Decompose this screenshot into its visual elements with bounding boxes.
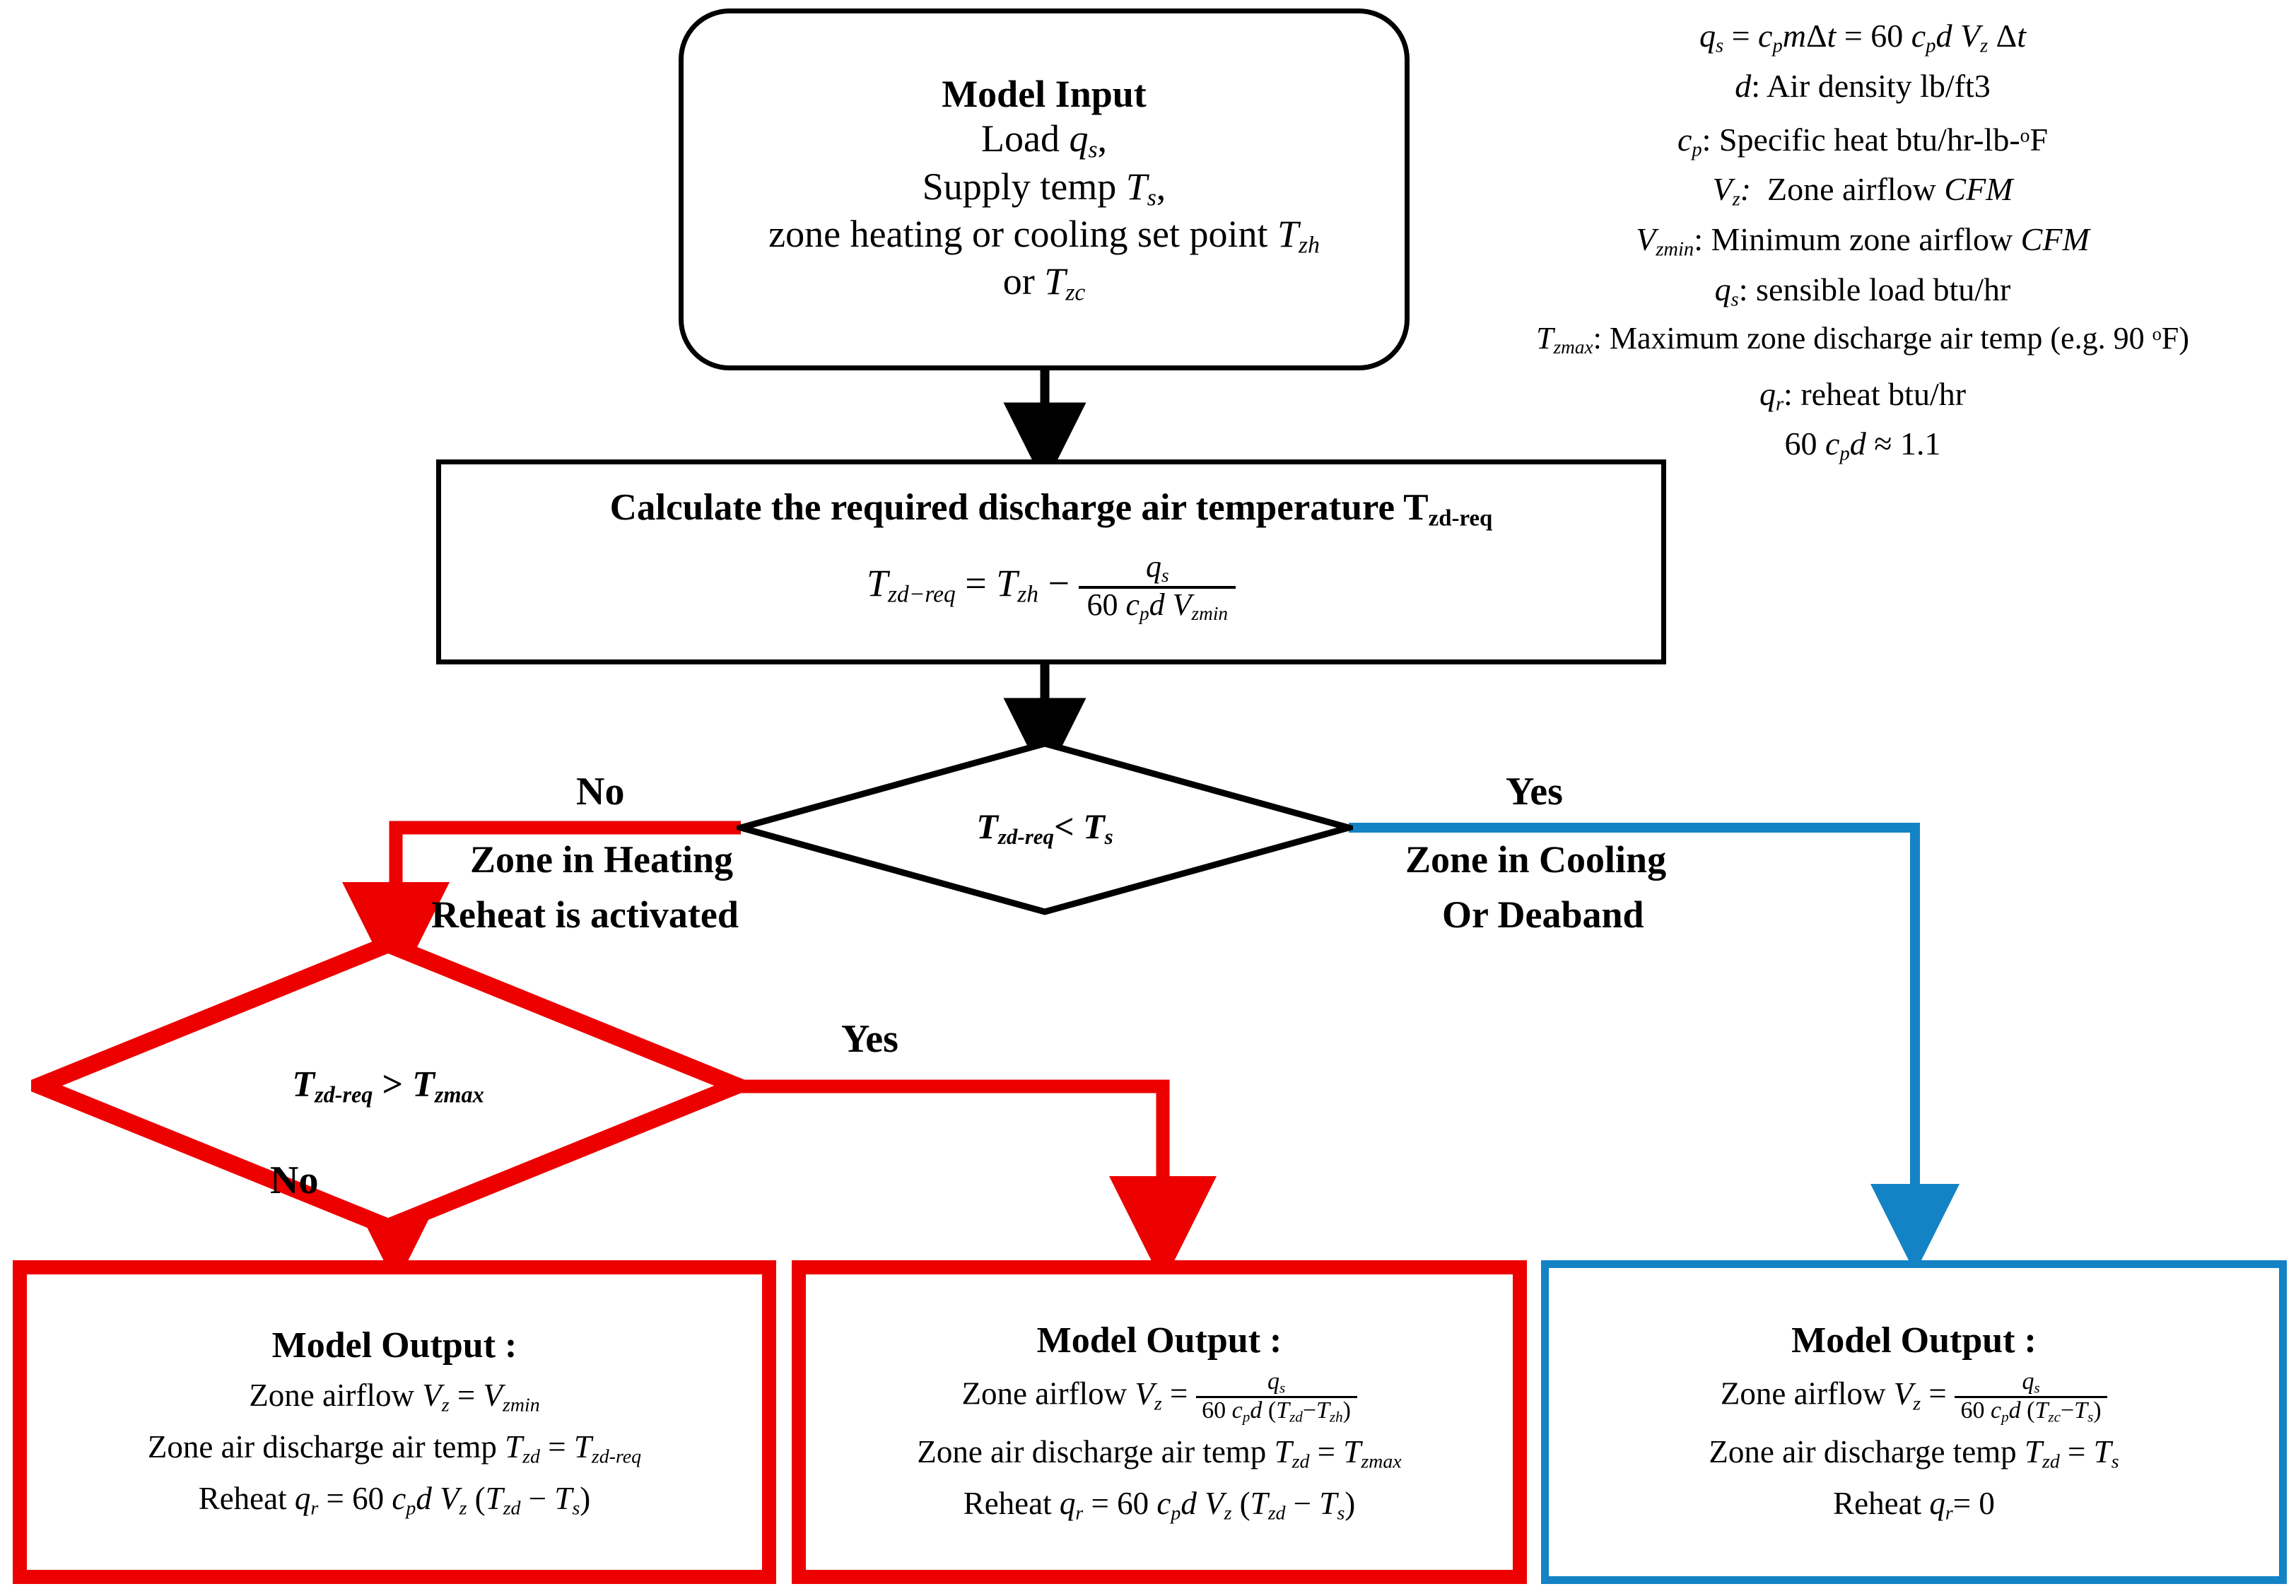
output-mid-line-1: Zone airflow Vz = qs 60 cpd (Tzd−Tzh): [962, 1369, 1357, 1425]
calculate-title: Calculate the required discharge air tem…: [609, 487, 1493, 532]
output-mid-line-3: Reheat qr = 60 cpd Vz (Tzd − Ts): [963, 1485, 1356, 1525]
decision-reheat-label: Tzd-req > Tzmax: [292, 1064, 484, 1108]
legend-row-2: cp: Specific heat btu/hr-lb-oF: [1677, 121, 2049, 161]
output-right-line-2: Zone air discharge temp Tzd = Ts: [1709, 1433, 2119, 1472]
edge-yes-to-cooling-output: [1349, 823, 1960, 1273]
label-reheat-no: No: [270, 1158, 319, 1202]
legend-row-1: d: Air density lb/ft3: [1735, 67, 1991, 104]
node-output-left: Model Output : Zone airflow Vz = Vzmin Z…: [13, 1260, 776, 1584]
decision-main-shape: [737, 740, 1353, 915]
decision-main-label: Tzd-req< Ts: [976, 806, 1113, 850]
legend-row-3: Vz: Zone airflow CFM: [1712, 171, 2013, 211]
output-right-line-3: Reheat qr= 0: [1833, 1485, 1995, 1525]
model-input-line-4: or Tzc: [1002, 260, 1086, 306]
output-left-line-2: Zone air discharge air temp Tzd = Tzd-re…: [147, 1429, 642, 1468]
label-zone-in-cooling: Zone in Cooling: [1405, 838, 1667, 881]
legend-row-6: Tzmax: Maximum zone discharge air temp (…: [1536, 320, 2189, 358]
model-input-line-3: zone heating or cooling set point Tzh: [768, 212, 1320, 259]
output-right-line-1: Zone airflow Vz = qs 60 cpd (Tzc−Ts): [1721, 1369, 2108, 1425]
output-left-line-3: Reheat qr = 60 cpd Vz (Tzd − Ts): [198, 1481, 591, 1520]
label-zone-in-heating: Zone in Heating: [470, 838, 734, 881]
label-reheat-yes: Yes: [841, 1017, 898, 1061]
node-output-right: Model Output : Zone airflow Vz = qs 60 c…: [1541, 1260, 2287, 1584]
label-main-no: No: [576, 770, 625, 814]
legend-row-8: 60 cpd ≈ 1.1: [1784, 426, 1941, 465]
model-input-line-1: Load qs,: [981, 117, 1107, 164]
output-left-title: Model Output :: [271, 1325, 517, 1366]
model-input-title: Model Input: [942, 72, 1147, 115]
output-mid-title: Model Output :: [1036, 1320, 1282, 1361]
node-output-mid: Model Output : Zone airflow Vz = qs 60 c…: [792, 1260, 1527, 1584]
decision-reheat-shape: [31, 936, 745, 1236]
label-reheat-is-activated: Reheat is activated: [431, 893, 739, 936]
node-decision-reheat: Tzd-req > Tzmax: [31, 936, 745, 1236]
label-main-yes: Yes: [1506, 770, 1563, 814]
label-or-deaband: Or Deaband: [1442, 893, 1644, 936]
legend-row-5: qs: sensible load btu/hr: [1714, 271, 2011, 311]
edge-reheat-yes-to-mid-output: [737, 1079, 1217, 1284]
calculate-formula: Tzd−req = Tzh − qs 60 cpd Vzmin: [867, 551, 1236, 623]
model-input-line-2: Supply temp Ts,: [922, 165, 1166, 211]
legend-row-7: qr: reheat btu/hr: [1759, 375, 1967, 415]
nomenclature-legend: qs = cpmΔt = 60 cpd Vz Δt d: Air density…: [1439, 11, 2287, 469]
legend-row-4: Vzmin: Minimum zone airflow CFM: [1636, 221, 2090, 261]
legend-row-0: qs = cpmΔt = 60 cpd Vz Δt: [1699, 18, 2027, 57]
output-right-title: Model Output :: [1791, 1320, 2037, 1361]
node-model-input: Model Input Load qs, Supply temp Ts, zon…: [679, 8, 1410, 370]
output-left-line-1: Zone airflow Vz = Vzmin: [249, 1377, 540, 1416]
node-decision-main: Tzd-req< Ts: [737, 739, 1353, 916]
node-calculate: Calculate the required discharge air tem…: [436, 459, 1666, 664]
output-mid-line-2: Zone air discharge air temp Tzd = Tzmax: [917, 1433, 1402, 1472]
